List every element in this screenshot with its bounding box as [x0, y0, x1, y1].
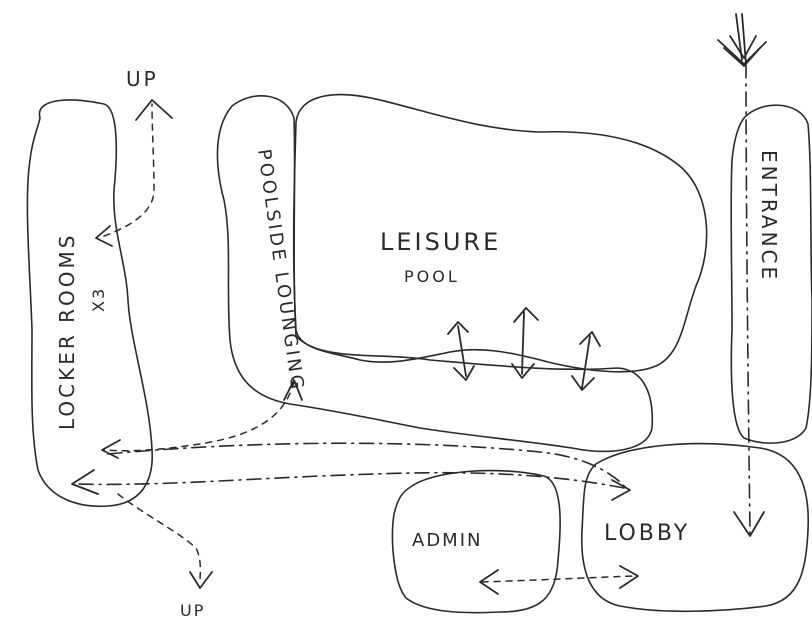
up-bottom-path: [117, 493, 202, 585]
lobby-right-arrowhead-icon: [619, 565, 639, 589]
admin-bubble: [391, 469, 561, 614]
admin-label: ADMIN: [412, 530, 482, 551]
locker-rooms-label: LOCKER ROOMS: [55, 233, 79, 430]
entrance-bubble: [730, 104, 812, 444]
lounging-arrowhead-icon: [283, 379, 303, 401]
up-top-arrowhead-icon: [135, 99, 173, 121]
entrance-path-arrowhead-icon: [733, 511, 765, 537]
lobby-bubble: [580, 442, 810, 613]
lockers-inner-arrowhead-icon: [95, 225, 113, 247]
lobby-to-lockers-path: [75, 471, 625, 489]
pool-lounging-arrow-icon: [511, 307, 539, 379]
poolside-lounging-label: POOLSIDE LOUNGING: [253, 148, 308, 393]
pool-lounging-arrow-icon: [447, 321, 475, 381]
lobby-label: LOBBY: [604, 521, 690, 546]
lockers-dashed-arrowhead-icon: [101, 439, 121, 459]
lobby-arrowhead-icon: [611, 479, 631, 501]
leisure-label: LEISURE: [380, 228, 501, 256]
pool-label: POOL: [404, 267, 460, 286]
locker-rooms-count-label: X3: [89, 287, 108, 312]
entrance-label: ENTRANCE: [757, 150, 781, 282]
lounging-to-lockers-path: [103, 381, 295, 452]
up-bottom-arrowhead-icon: [189, 571, 213, 589]
up-top-label: UP: [126, 67, 159, 91]
entrance-path: [745, 63, 751, 535]
up-bottom-label: UP: [180, 601, 205, 620]
entrance-arrow-icon: [717, 13, 767, 67]
admin-arrowhead-icon: [479, 569, 499, 595]
leisure-pool-bubble: [292, 93, 708, 373]
lockers-arrowhead-icon: [71, 469, 99, 495]
admin-lobby-path: [481, 575, 635, 583]
lockers-to-lobby-path: [107, 442, 627, 489]
locker-rooms-bubble: [26, 99, 153, 508]
pool-lounging-arrow-icon: [571, 331, 601, 391]
up-top-path: [103, 103, 155, 237]
